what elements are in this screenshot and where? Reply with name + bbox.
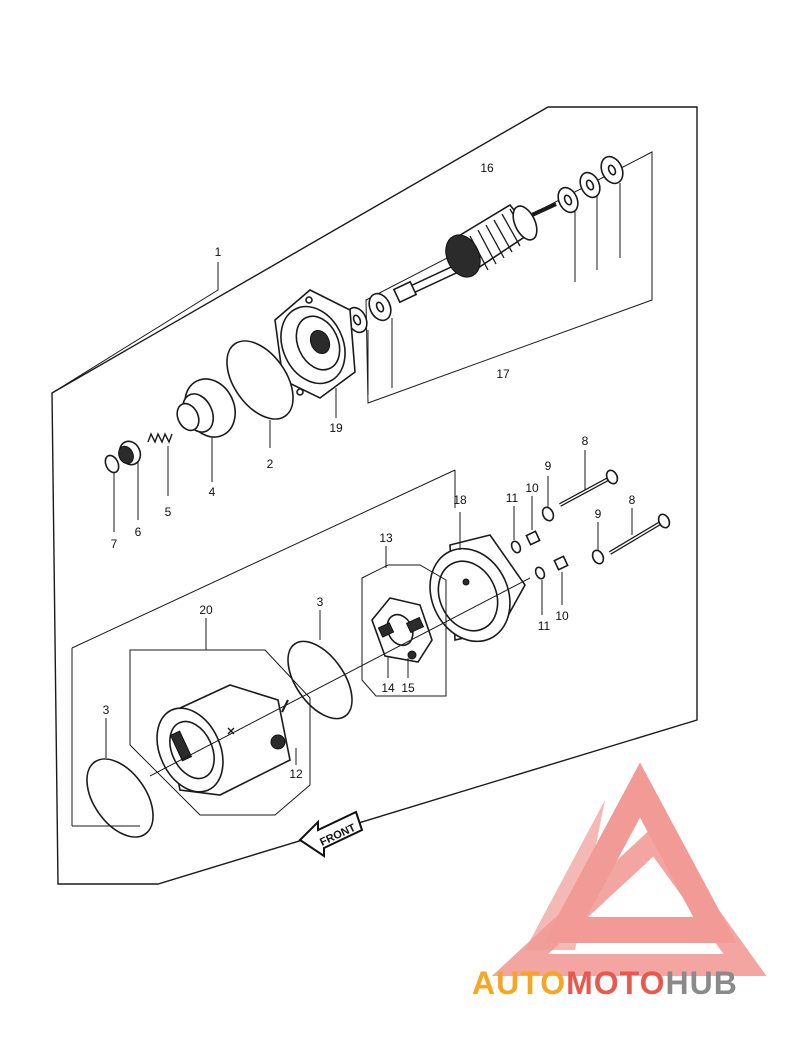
callout-16: 16 xyxy=(480,161,494,175)
callout-10-upper: 10 xyxy=(525,481,539,495)
assembly-outline xyxy=(51,106,698,885)
circlip-7 xyxy=(104,454,120,532)
washer-11-lower xyxy=(534,566,546,615)
collar-6 xyxy=(118,440,142,520)
o-ring-2 xyxy=(226,340,294,420)
callout-14: 14 xyxy=(381,681,395,695)
bolt-8-upper xyxy=(559,450,619,507)
callout-11-upper: 11 xyxy=(506,491,519,505)
callout-4: 4 xyxy=(209,485,216,499)
armature-16 xyxy=(392,202,557,304)
callout-7: 7 xyxy=(111,537,118,551)
bracket-17 xyxy=(365,151,653,404)
washers-17-top xyxy=(557,155,624,282)
terminal-nut-10-lower xyxy=(553,555,569,605)
callout-3-middle: 3 xyxy=(317,595,324,609)
yoke-bracket-20 xyxy=(129,649,311,816)
callout-10-lower: 10 xyxy=(555,609,569,623)
watermark-hub: HUB xyxy=(665,965,737,1001)
washer-11-upper xyxy=(510,506,522,554)
callout-6: 6 xyxy=(135,525,142,539)
callout-20: 20 xyxy=(199,603,213,617)
yoke-20 xyxy=(156,684,297,796)
watermark-logo-icon xyxy=(491,762,767,976)
o-ring-3-left xyxy=(86,758,154,838)
spring-5 xyxy=(147,432,173,496)
svg-text:AUTOMOTOHUB: AUTOMOTOHUB xyxy=(472,965,738,1001)
callout-5: 5 xyxy=(165,505,172,519)
callout-13: 13 xyxy=(379,531,393,545)
watermark-text: AUTOMOTOHUB xyxy=(472,965,738,1001)
washer-9-lower xyxy=(591,549,605,565)
terminal-nut-10-upper xyxy=(525,496,541,546)
washer-9-upper xyxy=(541,506,555,522)
callout-8-upper: 8 xyxy=(582,434,589,448)
brush-holder-14-15 xyxy=(371,597,433,678)
callout-12: 12 xyxy=(289,767,303,781)
callout-2: 2 xyxy=(267,457,274,471)
front-arrow-icon: FRONT xyxy=(298,810,364,858)
starter-clutch-4 xyxy=(176,378,236,482)
callout-9-upper: 9 xyxy=(545,459,552,473)
callout-17: 17 xyxy=(496,367,510,381)
callout-3-left: 3 xyxy=(103,703,110,717)
callout-15: 15 xyxy=(401,681,415,695)
callout-labels: 1 2 3 3 4 5 6 7 8 8 9 9 10 10 11 11 12 1… xyxy=(103,161,636,781)
front-cover-19 xyxy=(274,289,356,418)
brush-holder-bracket-13 xyxy=(361,564,447,697)
callout-8-lower: 8 xyxy=(629,493,636,507)
callout-11-lower: 11 xyxy=(538,619,551,633)
callout-18: 18 xyxy=(453,493,467,507)
callout-9-lower: 9 xyxy=(595,507,602,521)
callout-1: 1 xyxy=(215,245,222,259)
callout-19: 19 xyxy=(329,421,343,435)
bolt-8-lower xyxy=(608,508,671,555)
o-ring-3-middle xyxy=(287,640,353,720)
watermark-moto: MOTO xyxy=(566,965,665,1001)
watermark-auto: AUTO xyxy=(472,965,566,1001)
rear-cover-18 xyxy=(429,512,526,643)
